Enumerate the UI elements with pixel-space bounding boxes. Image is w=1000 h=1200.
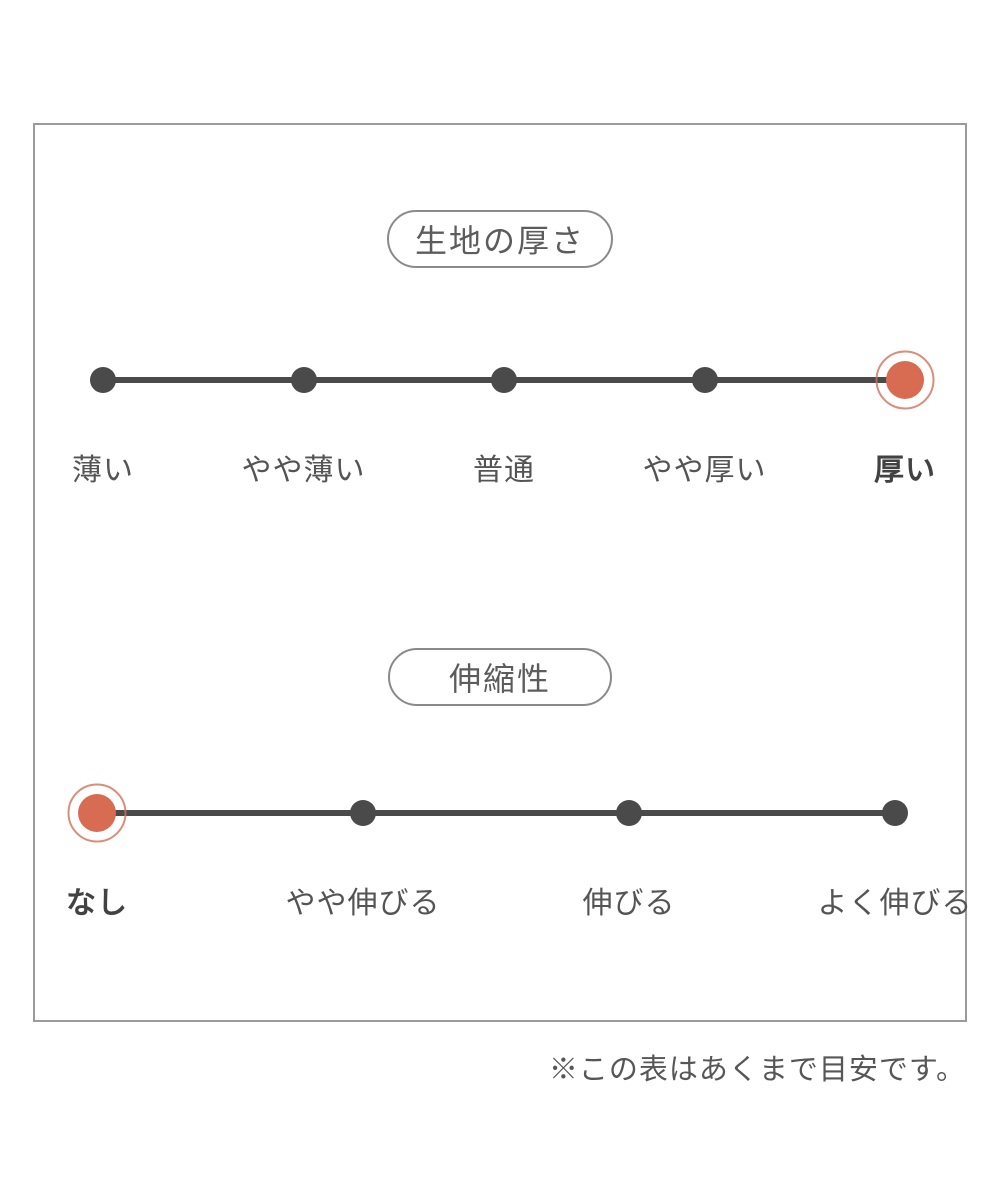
- scale-label: 伸びる: [582, 887, 676, 920]
- selected-marker: [886, 361, 924, 399]
- scale-label: やや厚い: [642, 454, 767, 487]
- selected-marker-ring: [67, 783, 127, 843]
- scale-label-selected: なし: [66, 887, 128, 920]
- selected-marker: [78, 794, 116, 832]
- scale-dot: [349, 800, 376, 826]
- scale-dot: [691, 367, 718, 393]
- fabric-thickness-title-pill: 生地の厚さ: [386, 210, 614, 268]
- spec-chart-frame: 生地の厚さ 薄い やや薄い 普通 やや厚い 厚い 伸縮性: [33, 123, 972, 1022]
- scale-dot: [882, 800, 908, 826]
- fabric-thickness-title: 生地の厚さ: [414, 223, 586, 259]
- stretchability-title-pill: 伸縮性: [388, 648, 612, 706]
- scale-dot: [90, 367, 116, 393]
- scale-label: やや伸びる: [285, 887, 441, 920]
- scale-label: よく伸びる: [817, 887, 973, 920]
- footnote: ※この表はあくまで目安です。: [548, 1054, 966, 1086]
- selected-marker-ring: [875, 350, 935, 410]
- scale-dot: [290, 367, 317, 393]
- scale-label: やや薄い: [241, 454, 366, 487]
- scale-label: 薄い: [72, 454, 134, 487]
- scale-label: 普通: [473, 454, 535, 487]
- scale-dot: [615, 800, 642, 826]
- stretchability-title: 伸縮性: [448, 661, 551, 697]
- scale-dot: [491, 367, 517, 393]
- scale-label-selected: 厚い: [874, 454, 936, 487]
- scale-line: [93, 810, 899, 816]
